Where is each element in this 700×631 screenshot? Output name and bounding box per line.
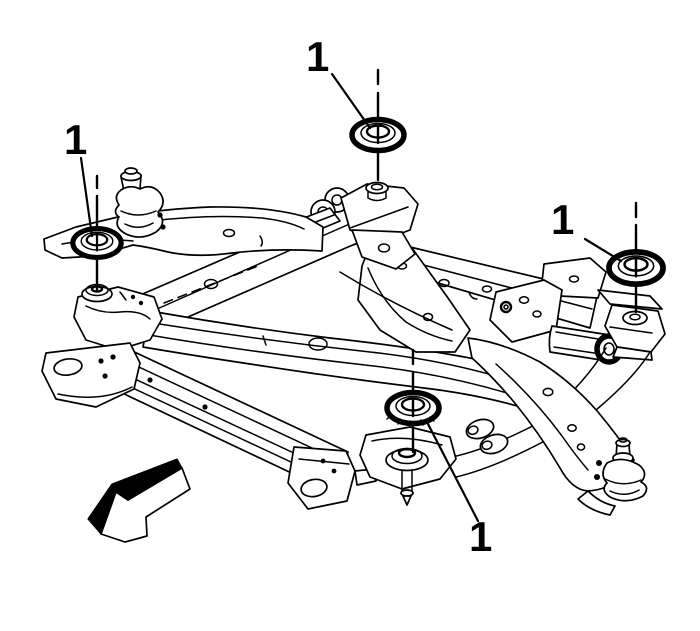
mount-washer-front (384, 389, 442, 427)
mount-washer-top (349, 116, 407, 154)
callout-label-right-washer: 1 (551, 196, 575, 243)
callout-label-rear-left-washer: 1 (306, 33, 330, 80)
front-mount (359, 426, 457, 506)
callout-label-left-washer: 1 (64, 116, 88, 163)
leader-lines (79, 72, 623, 523)
right-control-arm (467, 337, 635, 516)
right-ball-joint (594, 437, 648, 502)
rear-left-mount (295, 181, 419, 270)
callout-label-front-washer: 1 (469, 513, 493, 560)
mount-washer-left (70, 226, 124, 260)
bar-end-bracket (287, 446, 377, 510)
center-web (339, 239, 471, 353)
left-mount (73, 283, 163, 351)
left-ball-joint (114, 167, 166, 238)
front-direction-arrow-icon (87, 458, 191, 543)
engine-mount-bracket (489, 257, 624, 365)
mount-washer-right (606, 249, 666, 287)
left-bracket-plate (41, 342, 141, 408)
